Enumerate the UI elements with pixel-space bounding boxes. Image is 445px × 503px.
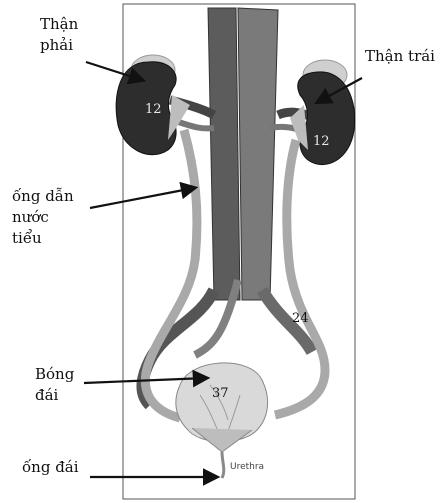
label-ong-dai: ống đái xyxy=(22,457,79,478)
label-ong-dan-line1: ống dẫn xyxy=(12,186,74,207)
label-than-phai-line1: Thận xyxy=(40,14,78,35)
right-kidney-number: 12 xyxy=(145,102,162,117)
label-ong-dan-nuoc-tieu: ống dẫn nước tiểu xyxy=(12,186,74,249)
left-kidney-number: 12 xyxy=(313,134,330,149)
bladder-number: 37 xyxy=(212,386,229,401)
label-bong-dai: Bóng đái xyxy=(35,364,74,406)
label-than-phai: Thận phải xyxy=(40,14,78,56)
label-ong-dan-line3: tiểu xyxy=(12,228,74,249)
label-bong-dai-line2: đái xyxy=(35,385,74,406)
urethra-tag: Urethra xyxy=(230,462,264,472)
label-than-phai-line2: phải xyxy=(40,35,78,56)
ureter-number: 24 xyxy=(292,311,309,326)
label-ong-dan-line2: nước xyxy=(12,207,74,228)
label-than-trai: Thận trái xyxy=(365,46,435,67)
urethra xyxy=(222,452,224,478)
label-bong-dai-line1: Bóng xyxy=(35,364,74,385)
